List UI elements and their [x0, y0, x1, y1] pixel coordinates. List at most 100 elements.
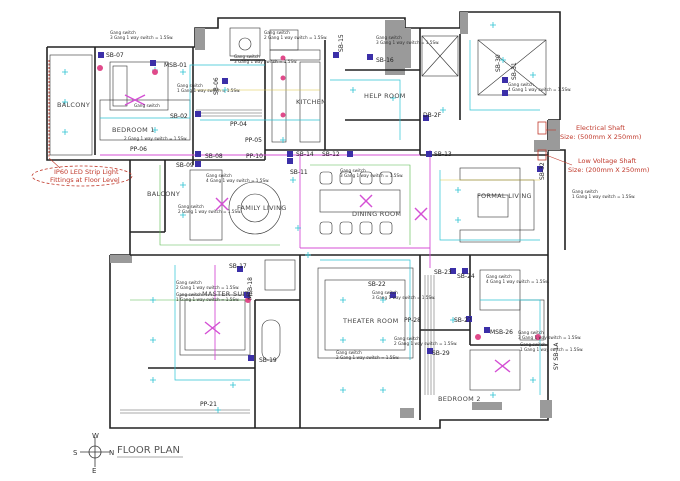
vertical-note: SY SB-1A: [553, 342, 560, 370]
drawing-title: FLOOR PLAN: [117, 445, 180, 456]
room-balcony-small: BALCONY: [57, 101, 90, 109]
label-sb-07: SB-07: [106, 52, 124, 59]
label-sb-22: SB-22: [368, 281, 386, 288]
shaft-markers: [537, 121, 573, 166]
led-note-leader: [48, 157, 61, 169]
gang-switch-note: Gang switch: [176, 292, 202, 297]
gang-switch-note: 1 Gang 1 way switch = 1.5Sw.: [572, 194, 635, 199]
lv-shaft-line-2: Size: (200mm X 250mm): [568, 166, 649, 174]
red-notes: IP60 LED Strip Light Fittings at Floor L…: [50, 124, 649, 370]
compass: W S N E: [73, 432, 114, 475]
label-sb-24: SB-24: [457, 273, 475, 280]
gang-switch-note: 2 Gang 1 way switch = 1.5Sw.: [124, 136, 187, 141]
label-sb-19: SB-19: [259, 357, 277, 364]
label-sb-30: SB-30: [495, 54, 502, 72]
label-sb-13: SB-13: [434, 151, 452, 158]
gang-switch-note: Gang switch: [520, 342, 546, 347]
label-sb-14: SB-14: [296, 151, 314, 158]
room-balcony: BALCONY: [147, 190, 180, 198]
outer-walls: [46, 11, 566, 429]
label-sb-12: SB-12: [322, 151, 340, 158]
label-sb-06: SB-06: [213, 77, 220, 95]
elec-shaft-line-2: Size: (500mm X 250mm): [560, 133, 641, 141]
label-sb-08: SB-08: [205, 153, 223, 160]
gang-switch-note: 1 Gang 1 way switch = 1.5Sw.: [176, 297, 239, 302]
interior-walls: [94, 28, 548, 428]
label-sb-09: SB-09: [176, 162, 194, 169]
elec-shaft-line-1: Electrical Shaft: [576, 124, 625, 132]
room-theater: THEATER ROOM: [342, 317, 399, 325]
gang-switch-note: 4 Gang 1 way switch = 1.5Sw.: [486, 279, 549, 284]
compass-e: E: [92, 467, 96, 475]
gang-switch-note: 2 Gang 1 way switch = 1.5Sw.: [176, 285, 239, 290]
label-pp-10: PP-10: [246, 153, 263, 160]
label-sb-31: SB-31: [511, 62, 518, 80]
label-sb-23: SB-23: [434, 269, 452, 276]
gang-switch-note: Gang switch: [264, 30, 290, 35]
gang-switch-note: 3 Gang 1 way switch = 1.5Sw.: [372, 295, 435, 300]
sub-boards: [98, 52, 543, 361]
outlets: [97, 55, 541, 340]
gang-switch-note: Gang switch: [206, 173, 232, 178]
ceiling-fans: [124, 94, 511, 373]
gang-switch-note: 3 Gang 1 way switch = 1.5Sw.: [376, 40, 439, 45]
label-pp-04: PP-04: [230, 121, 247, 128]
gang-switch-note: Gang switch: [372, 290, 398, 295]
gang-switch-note: Gang switch: [518, 330, 544, 335]
room-family-living: FAMILY LIVING: [237, 204, 287, 212]
panel-labels: MSB-01 SB-07 SB-06 SB-02 SB-09 SB-08 SB-…: [106, 34, 546, 364]
gang-switch-note: 2 Gang 1 way switch = 1.5Sw.: [336, 355, 399, 360]
label-pp-21: PP-21: [200, 401, 217, 408]
gang-switch-note: Gang switch: [508, 82, 534, 87]
label-sb-32: SB-32: [539, 162, 546, 180]
room-formal-living: FORMAL LIVING: [477, 192, 532, 200]
room-master-suite: MASTER SUITE: [202, 290, 253, 298]
compass-s: S: [73, 449, 78, 457]
gang-switch-note: 1 Gang 1 way switch = 1.5Sw.: [520, 347, 583, 352]
room-help-room-1: HELP ROOM: [364, 92, 406, 100]
gang-switch-note: Gang switch: [394, 336, 420, 341]
label-sb-02: SB-02: [170, 113, 188, 120]
label-sb-15: SB-15: [338, 34, 345, 52]
gang-switch-note: Gang switch: [340, 168, 366, 173]
label-sb-27: SB-27: [454, 317, 472, 324]
furniture: [49, 27, 547, 414]
room-dining: DINING ROOM: [352, 210, 401, 218]
label-db-2f: DB-2F: [423, 112, 442, 119]
compass-north-w: W: [92, 432, 99, 440]
room-bedroom-1: BEDROOM 1: [112, 126, 155, 134]
led-note-cloud: [31, 165, 133, 187]
label-msb-18: MSB-18: [247, 277, 254, 300]
label-msb-26: MSB-26: [490, 329, 513, 336]
gang-switch-note: 3 Gang 1 way switch = 1.5Sw.: [110, 35, 173, 40]
gang-switch-note: 2 Gang 1 way switch = 1.5Sw.: [178, 209, 241, 214]
wall-hatching: [110, 12, 560, 418]
gang-switch-note: 4 Gang 1 way switch = 1.5Sw.: [508, 87, 571, 92]
label-sb-17: SB-17: [229, 263, 247, 270]
gang-switch-note: 3 Gang 1 way switch = 1.5Sw.: [340, 173, 403, 178]
gang-switch-note: Gang switch: [234, 54, 260, 59]
gang-switch-note: Gang switch: [376, 35, 402, 40]
power-points: PP-04 PP-05 PP-06 PP-10 PP-28 PP-21: [130, 121, 421, 408]
label-msb-01: MSB-01: [164, 62, 187, 69]
label-pp-05: PP-05: [245, 137, 262, 144]
gang-switch-note: Gang switch: [486, 274, 512, 279]
room-kitchen: KITCHEN: [296, 98, 326, 106]
gang-switch-note: 3 Gang 1 way switch = 1.5Sw.: [518, 335, 581, 340]
gang-switch-note: 2 Gang 1 way switch = 1.5Sw.: [264, 35, 327, 40]
led-note-line-2: Fittings at Floor Level: [50, 176, 120, 184]
gang-switch-note: Gang switch: [572, 189, 598, 194]
label-pp-06: PP-06: [130, 146, 147, 153]
gang-switch-note: 4 Gang 1 way switch = 1.5Sw.: [206, 178, 269, 183]
light-fixtures: [62, 22, 536, 413]
gang-switch-note: Gang switch: [336, 350, 362, 355]
label-sb-11: SB-11: [290, 169, 308, 176]
gang-switch-note: Gang switch: [177, 83, 203, 88]
compass-n: N: [109, 449, 114, 457]
gang-switch-note: Gang switch: [176, 280, 202, 285]
gang-switch-note: Gang switch: [178, 204, 204, 209]
led-note-line-1: IP60 LED Strip Light: [54, 168, 119, 176]
label-pp-28: PP-28: [404, 317, 421, 324]
